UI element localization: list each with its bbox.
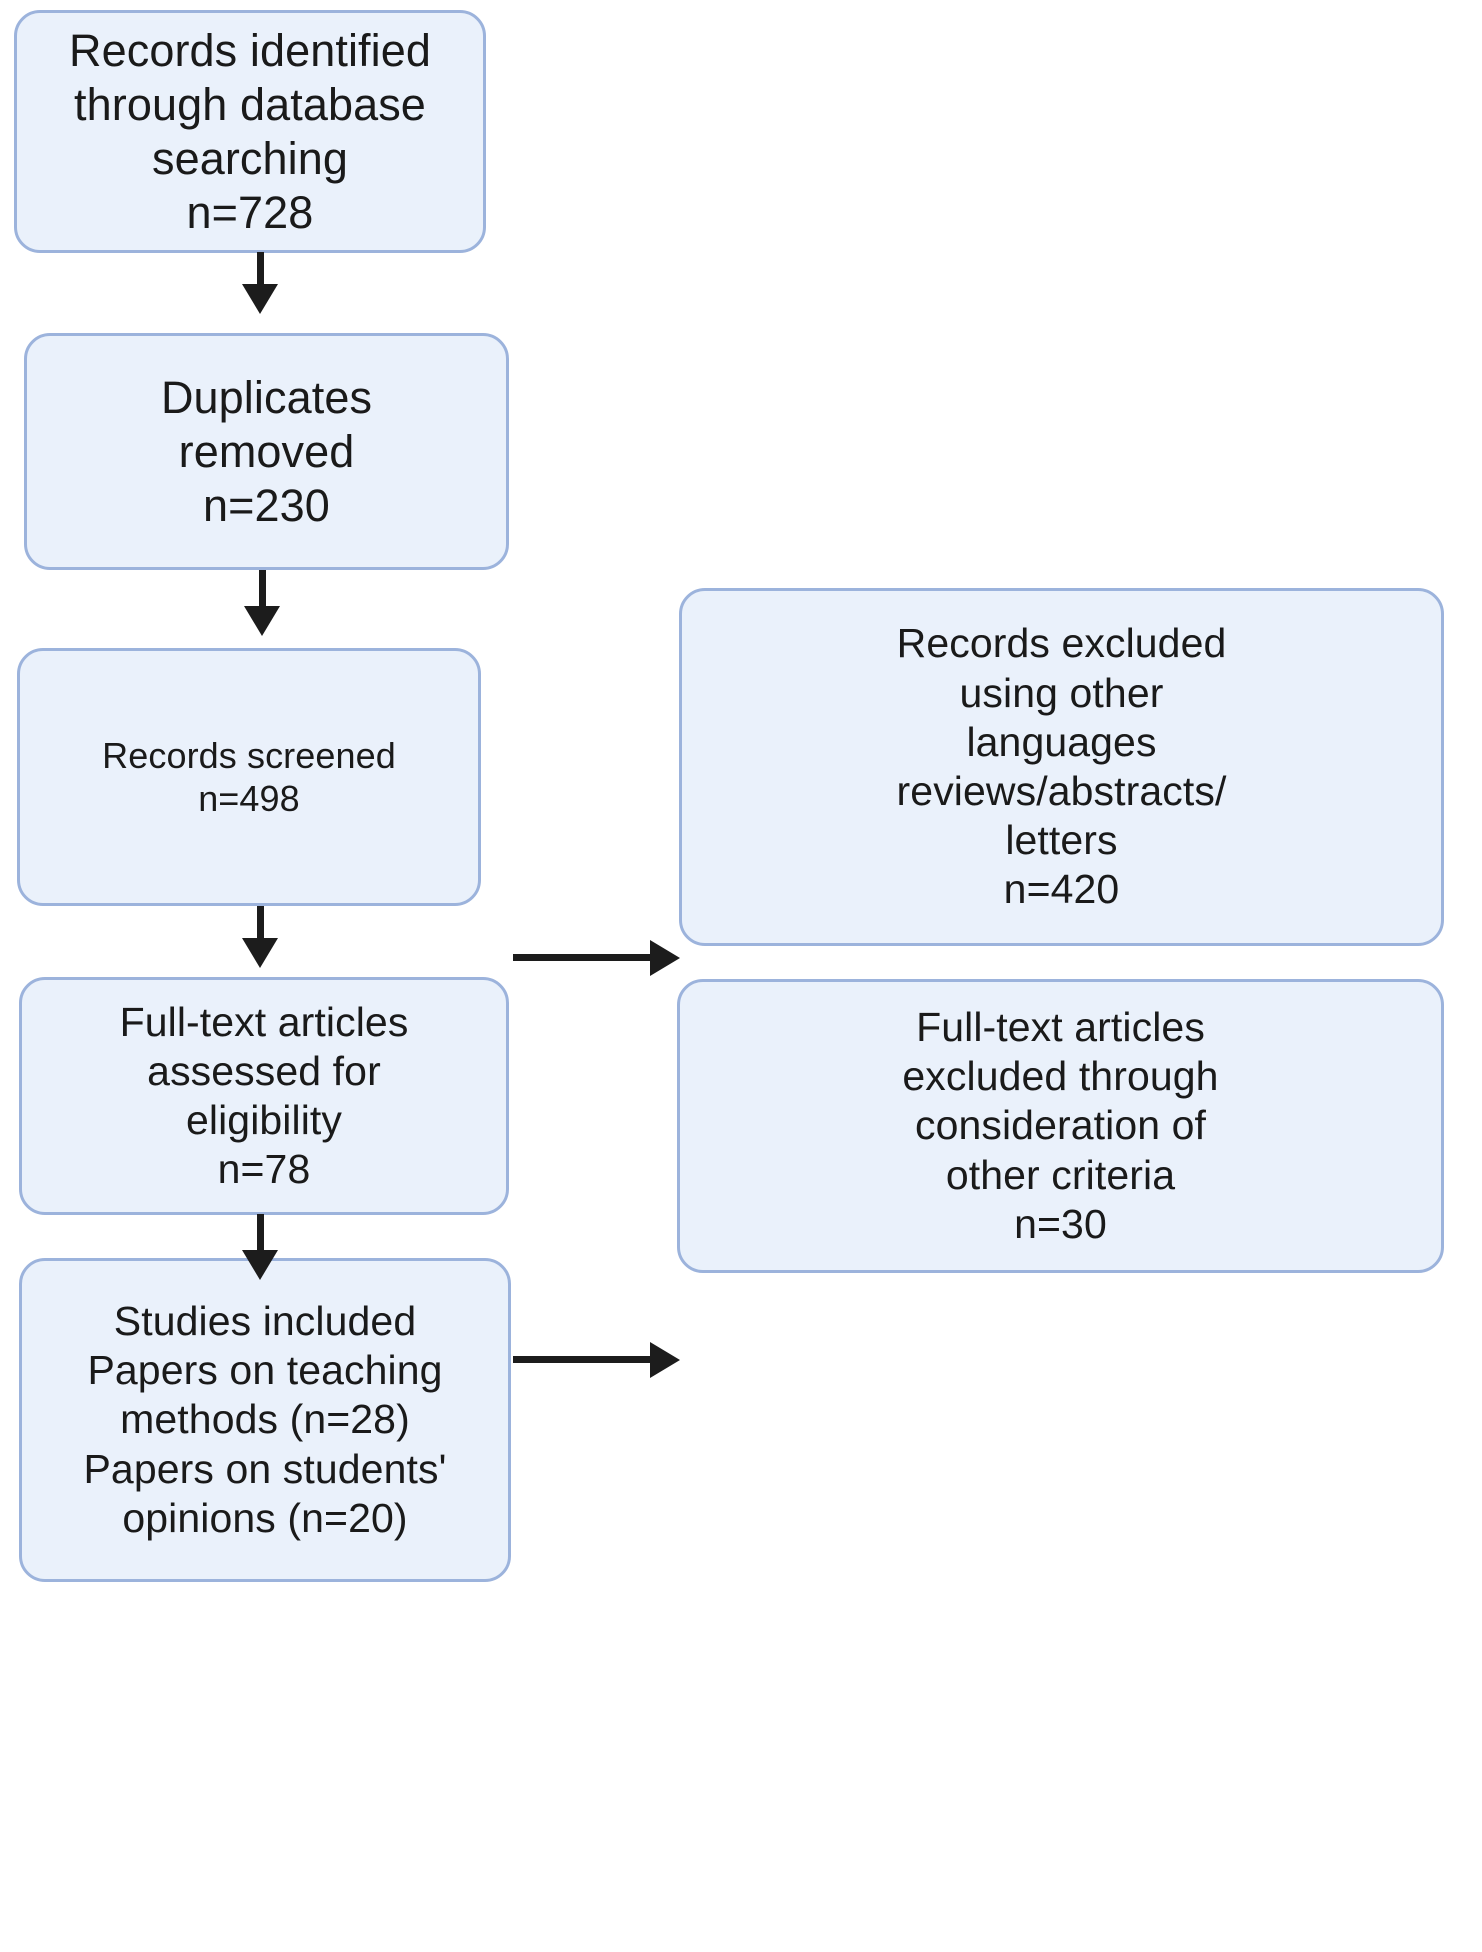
node-duplicates-removed: Duplicates removed n=230	[24, 333, 509, 570]
node-duplicates-removed-label: Duplicates removed n=230	[160, 371, 373, 531]
node-full-text-assessed: Full-text articles assessed for eligibil…	[19, 977, 509, 1215]
arrow-screened-to-fulltext-shaft	[257, 906, 264, 958]
arrow-fulltext-to-excluded-shaft	[513, 1356, 663, 1363]
node-studies-included-label: Studies included Papers on teaching meth…	[83, 1298, 447, 1541]
node-full-text-excluded-label: Full-text articles excluded through cons…	[902, 1004, 1219, 1247]
arrow-screened-to-excluded-head-icon	[650, 940, 680, 976]
node-studies-included: Studies included Papers on teaching meth…	[19, 1258, 511, 1582]
node-full-text-assessed-label: Full-text articles assessed for eligibil…	[119, 998, 409, 1193]
arrow-fulltext-to-excluded-head-icon	[650, 1342, 680, 1378]
node-records-excluded-label: Records excluded using other languages r…	[896, 620, 1227, 913]
node-records-identified-label: Records identified through database sear…	[69, 24, 431, 238]
arrow-screened-to-excluded-shaft	[513, 954, 663, 961]
node-records-screened-label: Records screened n=498	[102, 734, 396, 819]
node-records-identified: Records identified through database sear…	[14, 10, 486, 253]
arrow-identified-to-duplicates-shaft	[257, 252, 264, 304]
arrow-fulltext-to-included-head-icon	[242, 1250, 278, 1280]
node-records-screened: Records screened n=498	[17, 648, 481, 906]
arrow-duplicates-to-screened-shaft	[259, 570, 266, 628]
node-full-text-excluded: Full-text articles excluded through cons…	[677, 979, 1444, 1273]
node-records-excluded: Records excluded using other languages r…	[679, 588, 1444, 946]
arrow-fulltext-to-included-shaft	[257, 1214, 264, 1264]
arrow-screened-to-fulltext-head-icon	[242, 938, 278, 968]
arrow-identified-to-duplicates-head-icon	[242, 284, 278, 314]
arrow-duplicates-to-screened-head-icon	[244, 606, 280, 636]
